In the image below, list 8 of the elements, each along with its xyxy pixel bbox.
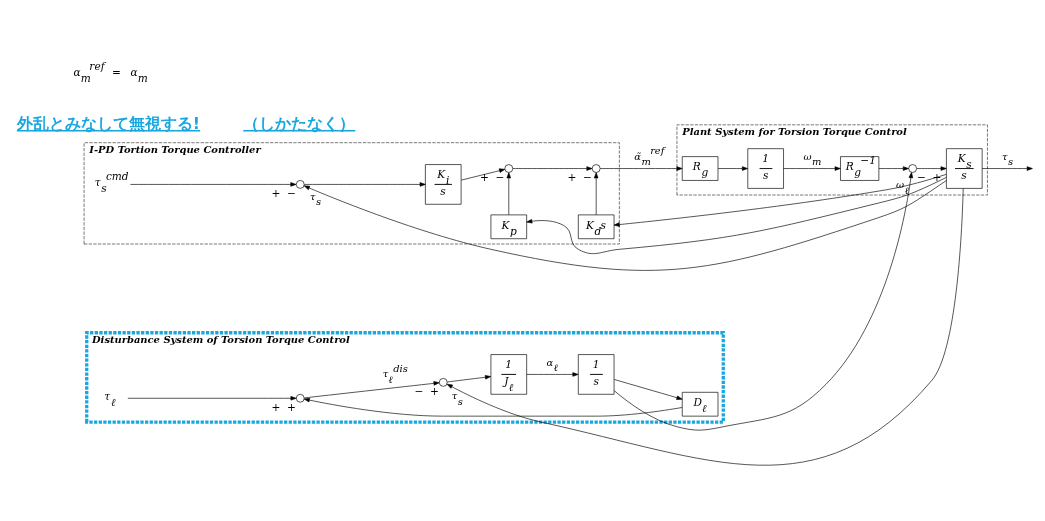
node-label: + − <box>480 170 505 183</box>
label: （しかたなく） <box>243 113 356 133</box>
label: 外乱とみなして無視する! <box>16 113 201 133</box>
node-label: + − <box>567 170 592 183</box>
node-label: − + <box>414 384 439 397</box>
node-label: − + <box>916 170 942 183</box>
node-label: + − <box>271 186 296 199</box>
node-label: + + <box>271 400 296 413</box>
